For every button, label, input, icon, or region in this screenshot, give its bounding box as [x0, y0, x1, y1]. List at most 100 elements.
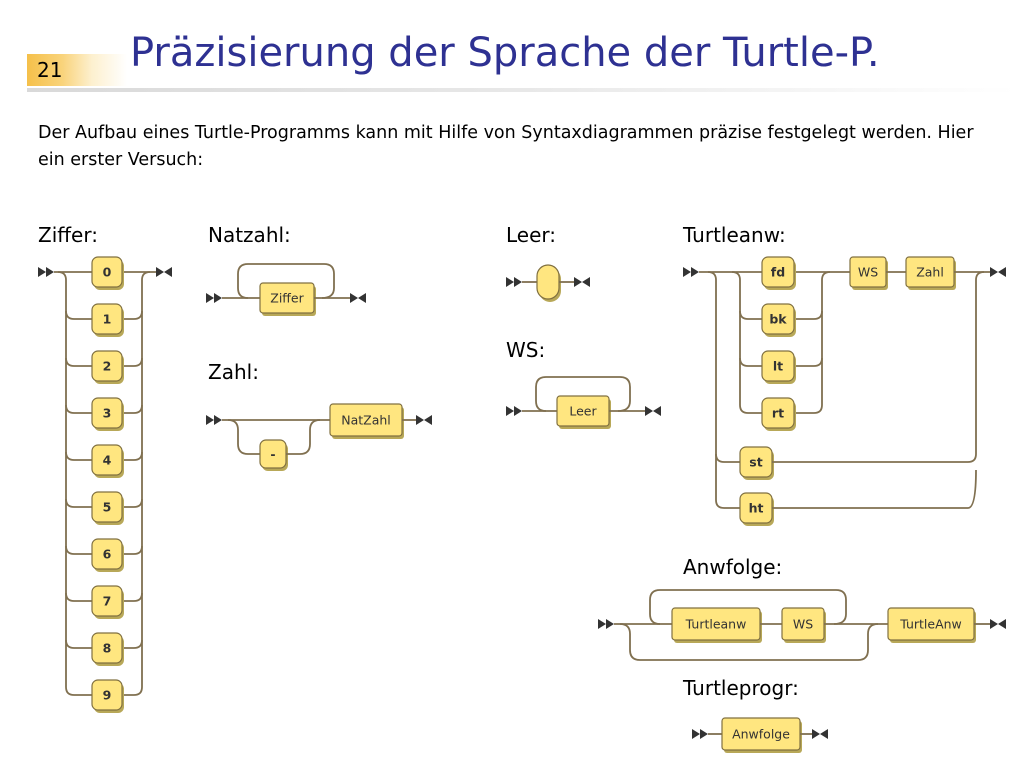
connector-line: [794, 404, 823, 414]
digit-9-box: [91, 679, 123, 711]
connector-line: [739, 357, 762, 367]
digit-9-text: 9: [103, 688, 112, 703]
start-arrow-2: [700, 729, 708, 739]
end-marker: [990, 267, 1006, 277]
ws-leer: Leer: [556, 395, 611, 429]
cmd-fd: fd: [761, 256, 796, 290]
slide-number: 21: [27, 54, 127, 86]
leer-space-box: [536, 264, 560, 300]
digit-1-box: [91, 303, 123, 335]
slide-title: Präzisierung der Sprache der Turtle-P.: [130, 30, 880, 76]
connector-line: [707, 271, 717, 500]
connector-line: [122, 686, 143, 696]
turtleanw-ws: WS: [849, 256, 888, 290]
connector-line: [65, 357, 92, 367]
start-arrow-1: [206, 415, 214, 425]
connector-line: [65, 545, 92, 555]
anwfolge-ws-text: WS: [793, 617, 813, 632]
bypass-line: [619, 623, 879, 661]
digit-1-text: 1: [103, 312, 112, 327]
zahl-label: Zahl:: [208, 360, 259, 384]
end-arrow: [990, 267, 998, 277]
start-marker: [206, 293, 222, 303]
start-marker: [506, 406, 522, 416]
start-marker: [598, 619, 614, 629]
start-arrow-2: [214, 415, 222, 425]
connector-line: [122, 357, 143, 367]
start-arrow-2: [514, 277, 522, 287]
digit-7-text: 7: [103, 594, 112, 609]
end-arrow: [645, 406, 653, 416]
digit-3-box: [91, 397, 123, 429]
cmd-ht: ht: [739, 492, 774, 526]
end-arrow-back: [998, 619, 1006, 629]
connector-line: [122, 545, 143, 555]
start-marker: [683, 267, 699, 277]
turtleanw-zahl-text: Zahl: [916, 265, 944, 280]
digit-4-box: [91, 444, 123, 476]
anwfolge-turtleanw: Turtleanw: [671, 607, 762, 643]
digit-7-box: [91, 585, 123, 617]
digit-4-text: 4: [103, 453, 112, 468]
connector-line: [122, 404, 143, 414]
bypass-line: [227, 419, 260, 455]
zahl-natzahl: NatZahl: [329, 403, 404, 439]
end-arrow: [350, 293, 358, 303]
natzahl-ziffer: Ziffer: [259, 282, 316, 316]
connector-line: [715, 499, 740, 509]
digit-8-box: [91, 632, 123, 664]
connector-line: [122, 592, 143, 602]
connector-line: [715, 453, 740, 463]
digit-2-box: [91, 350, 123, 382]
natzahl-diagram: Ziffer: [206, 263, 366, 316]
leer-diagram: [506, 264, 590, 302]
natzahl-ziffer-text: Ziffer: [270, 291, 304, 306]
start-arrow-2: [514, 406, 522, 416]
turtleprogr-label: Turtleprogr:: [683, 676, 799, 700]
connector-line: [65, 451, 92, 461]
connector-line: [794, 310, 823, 320]
connector-line: [821, 271, 831, 405]
end-arrow: [416, 415, 424, 425]
ws-diagram: Leer: [506, 376, 661, 429]
digit-3-text: 3: [103, 406, 112, 421]
cmd-rt-box: [761, 397, 795, 429]
turtleanw-zahl: Zahl: [905, 256, 956, 290]
connector-line: [65, 310, 92, 320]
digit-8: 8: [91, 632, 124, 666]
cmd-ht-text: ht: [749, 501, 764, 516]
ziffer-label: Ziffer:: [38, 223, 98, 247]
zahl-natzahl-text: NatZahl: [341, 413, 391, 428]
cmd-st: st: [739, 446, 774, 480]
connector-line: [794, 357, 823, 367]
connector-line: [65, 592, 92, 602]
turtleprogr-anwfolge-text: Anwfolge: [732, 727, 790, 742]
end-arrow: [990, 619, 998, 629]
cmd-bk: bk: [761, 303, 796, 337]
connector-line: [122, 639, 143, 649]
cmd-lt: lt: [761, 350, 796, 384]
connector-line: [141, 271, 151, 687]
digit-6-box: [91, 538, 123, 570]
turtleprogr-diagram: Anwfolge: [692, 717, 828, 753]
start-marker: [206, 415, 222, 425]
connector-line: [772, 453, 977, 463]
digit-3: 3: [91, 397, 124, 431]
end-arrow-back: [358, 293, 366, 303]
digit-2: 2: [91, 350, 124, 384]
connector-line: [65, 404, 92, 414]
zahl-minus: -: [259, 439, 288, 471]
start-marker: [38, 267, 54, 277]
connector-line: [731, 271, 741, 405]
loop-line: [535, 376, 631, 412]
start-arrow-1: [598, 619, 606, 629]
start-arrow-1: [683, 267, 691, 277]
end-arrow-back: [998, 267, 1006, 277]
digit-6-text: 6: [103, 547, 112, 562]
end-arrow-back: [820, 729, 828, 739]
start-arrow-1: [206, 293, 214, 303]
end-arrow-back: [424, 415, 432, 425]
